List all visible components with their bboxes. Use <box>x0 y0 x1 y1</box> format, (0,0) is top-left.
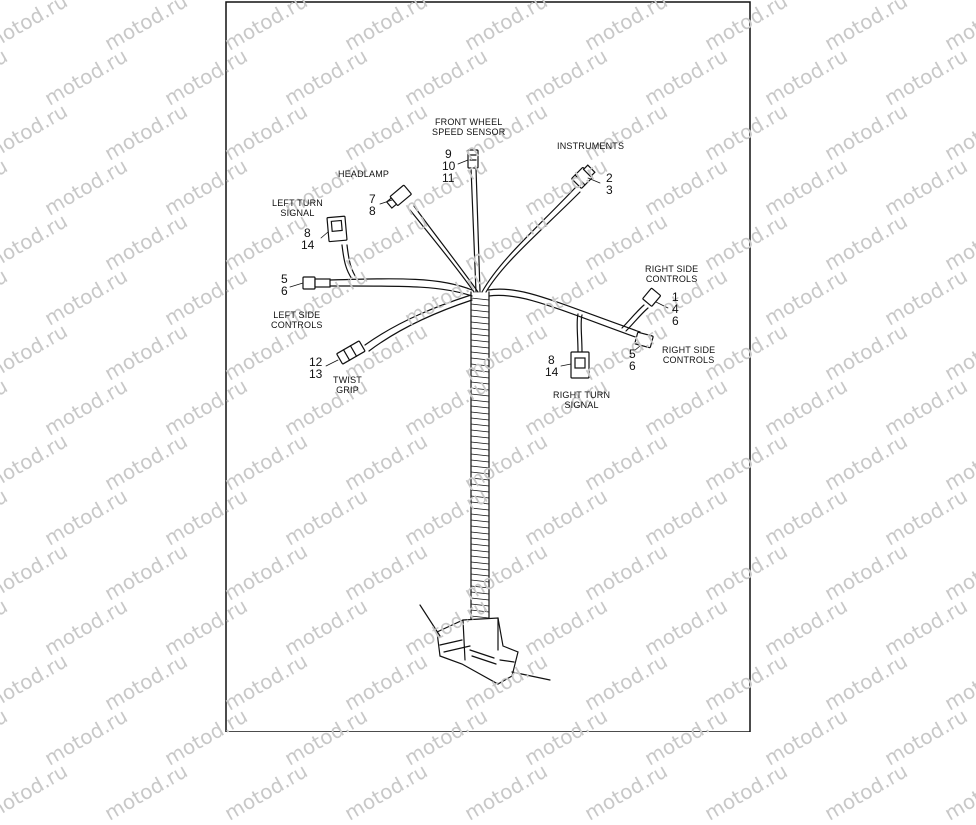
label-right-side-lower-line1: RIGHT SIDE <box>662 345 715 355</box>
label-left-side-line2: CONTROLS <box>271 320 323 330</box>
label-right-turn-signal: RIGHT TURN SIGNAL <box>553 390 610 410</box>
callout-fw-11: 11 <box>442 172 454 184</box>
watermark-text: motod.ru <box>820 759 911 825</box>
label-right-side-controls-upper: RIGHT SIDE CONTROLS <box>645 264 698 284</box>
watermark-text: motod.ru <box>100 759 191 825</box>
label-right-side-controls-lower: RIGHT SIDE CONTROLS <box>662 345 715 365</box>
callout-rs1-6: 6 <box>672 315 679 327</box>
label-left-side-controls: LEFT SIDE CONTROLS <box>271 310 323 330</box>
label-twist-line1: TWIST <box>333 375 362 385</box>
label-instruments: INSTRUMENTS <box>557 141 624 151</box>
callout-head-8: 8 <box>369 205 376 217</box>
callout-lt-14: 14 <box>301 239 314 251</box>
watermark-text: motod.ru <box>340 759 431 825</box>
callout-rt-14: 14 <box>545 366 558 378</box>
label-headlamp: HEADLAMP <box>338 169 389 179</box>
label-left-turn-signal: LEFT TURN SIGNAL <box>272 198 323 218</box>
watermark-text: motod.ru <box>220 759 311 825</box>
callout-inst-3: 3 <box>606 184 613 196</box>
label-front-wheel-line2: SPEED SENSOR <box>432 127 505 137</box>
watermark-text: motod.ru <box>460 759 551 825</box>
label-twist-grip: TWIST GRIP <box>333 375 362 395</box>
label-right-side-upper-line2: CONTROLS <box>645 274 698 284</box>
label-twist-line2: GRIP <box>333 385 362 395</box>
label-right-turn-line2: SIGNAL <box>553 400 610 410</box>
label-right-side-lower-line2: CONTROLS <box>662 355 715 365</box>
wiring-harness-diagram <box>0 0 976 732</box>
label-front-wheel-line1: FRONT WHEEL <box>432 117 505 127</box>
watermark-text: motod.ru <box>700 759 791 825</box>
callout-rs2-6: 6 <box>629 360 636 372</box>
label-left-side-line1: LEFT SIDE <box>271 310 323 320</box>
label-left-turn-line2: SIGNAL <box>272 208 323 218</box>
watermark-text: motod.ru <box>580 759 671 825</box>
callout-tg-13: 13 <box>309 368 322 380</box>
label-right-side-upper-line1: RIGHT SIDE <box>645 264 698 274</box>
watermark-text: motod.ru <box>940 759 976 825</box>
label-right-turn-line1: RIGHT TURN <box>553 390 610 400</box>
label-front-wheel-speed-sensor: FRONT WHEEL SPEED SENSOR <box>432 117 505 137</box>
label-left-turn-line1: LEFT TURN <box>272 198 323 208</box>
watermark-text: motod.ru <box>0 759 72 825</box>
callout-ls-6: 6 <box>281 285 288 297</box>
